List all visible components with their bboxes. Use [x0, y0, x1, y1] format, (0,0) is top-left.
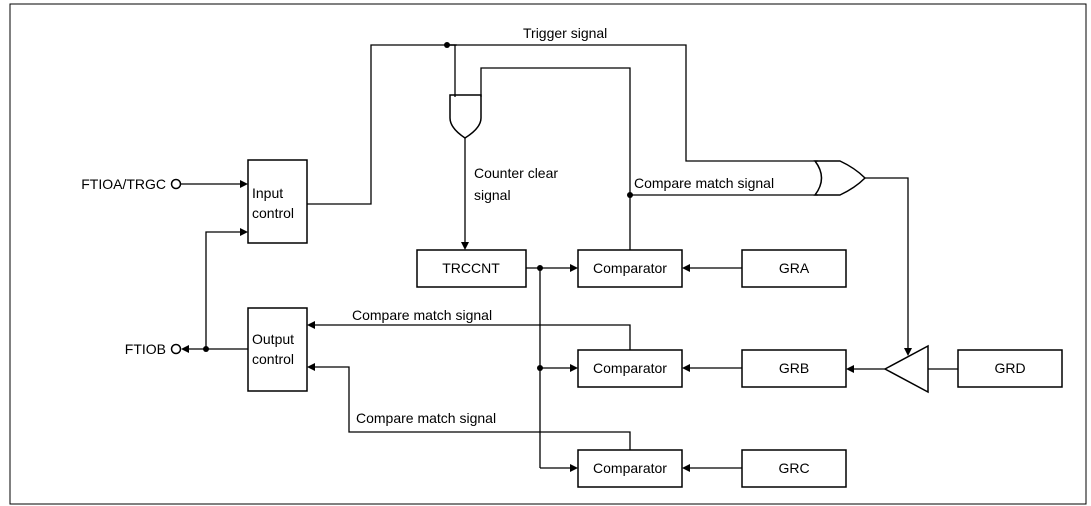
wire-cmpc-output — [313, 366, 631, 450]
arrow-cmpc — [570, 464, 578, 472]
arrow-grc — [682, 464, 690, 472]
arrow-input-control — [240, 180, 248, 188]
grd-label: GRD — [994, 360, 1025, 376]
arrow-trccnt — [461, 242, 469, 250]
wire-cmpb-output — [313, 324, 631, 350]
ftioa-pin — [170, 178, 182, 190]
trccnt-label: TRCCNT — [442, 260, 500, 276]
ftioa-label: FTIOA/TRGC — [81, 176, 166, 192]
trigger-signal-label: Trigger signal — [523, 25, 607, 41]
arrow-grb-in — [846, 365, 854, 373]
comparator-a-label: Comparator — [593, 260, 667, 276]
wire-or-to-buffer — [865, 177, 909, 349]
compare-match-label-bottom: Compare match signal — [356, 410, 496, 426]
comparator-a-block — [577, 249, 683, 288]
ftiob-pin — [170, 343, 182, 355]
input-control-label-1: Input — [252, 185, 283, 201]
wire-trigger-to-or — [447, 44, 456, 97]
grc-label: GRC — [778, 460, 809, 476]
wire-ftiob-feedback — [205, 231, 242, 349]
or-gate-top — [449, 94, 482, 139]
wire-cmpa-to-or-top — [480, 67, 631, 250]
arrow-output-cmpb — [307, 321, 315, 329]
trccnt-block — [416, 249, 527, 288]
compare-match-label-top: Compare match signal — [634, 175, 774, 191]
junction-compare-match — [627, 192, 633, 198]
or-gate-right — [813, 160, 867, 196]
arrow-buffer — [904, 348, 912, 356]
frame-border — [9, 3, 1087, 505]
arrow-cmpb — [570, 364, 578, 372]
input-control-block — [247, 159, 308, 244]
grc-block — [741, 449, 847, 488]
output-control-label-1: Output — [252, 331, 294, 347]
comparator-c-label: Comparator — [593, 460, 667, 476]
gra-label: GRA — [779, 260, 810, 276]
grb-label: GRB — [779, 360, 809, 376]
arrow-ftiob — [181, 345, 189, 353]
counter-clear-label-1: Counter clear — [474, 165, 558, 181]
comparator-b-label: Comparator — [593, 360, 667, 376]
gra-block — [741, 249, 847, 288]
input-control-label-2: control — [252, 205, 294, 221]
counter-clear-label-2: signal — [474, 187, 511, 203]
output-control-block — [247, 307, 308, 392]
arrow-gra — [682, 264, 690, 272]
arrow-input-feedback — [240, 228, 248, 236]
arrow-grb — [682, 364, 690, 372]
output-control-label-2: control — [252, 351, 294, 367]
ftiob-label: FTIOB — [125, 341, 166, 357]
compare-match-label-output: Compare match signal — [352, 307, 492, 323]
wire-trigger-signal — [307, 44, 818, 205]
arrow-cmpa — [570, 264, 578, 272]
arrow-output-cmpc — [307, 363, 315, 371]
comparator-c-block — [577, 449, 683, 488]
